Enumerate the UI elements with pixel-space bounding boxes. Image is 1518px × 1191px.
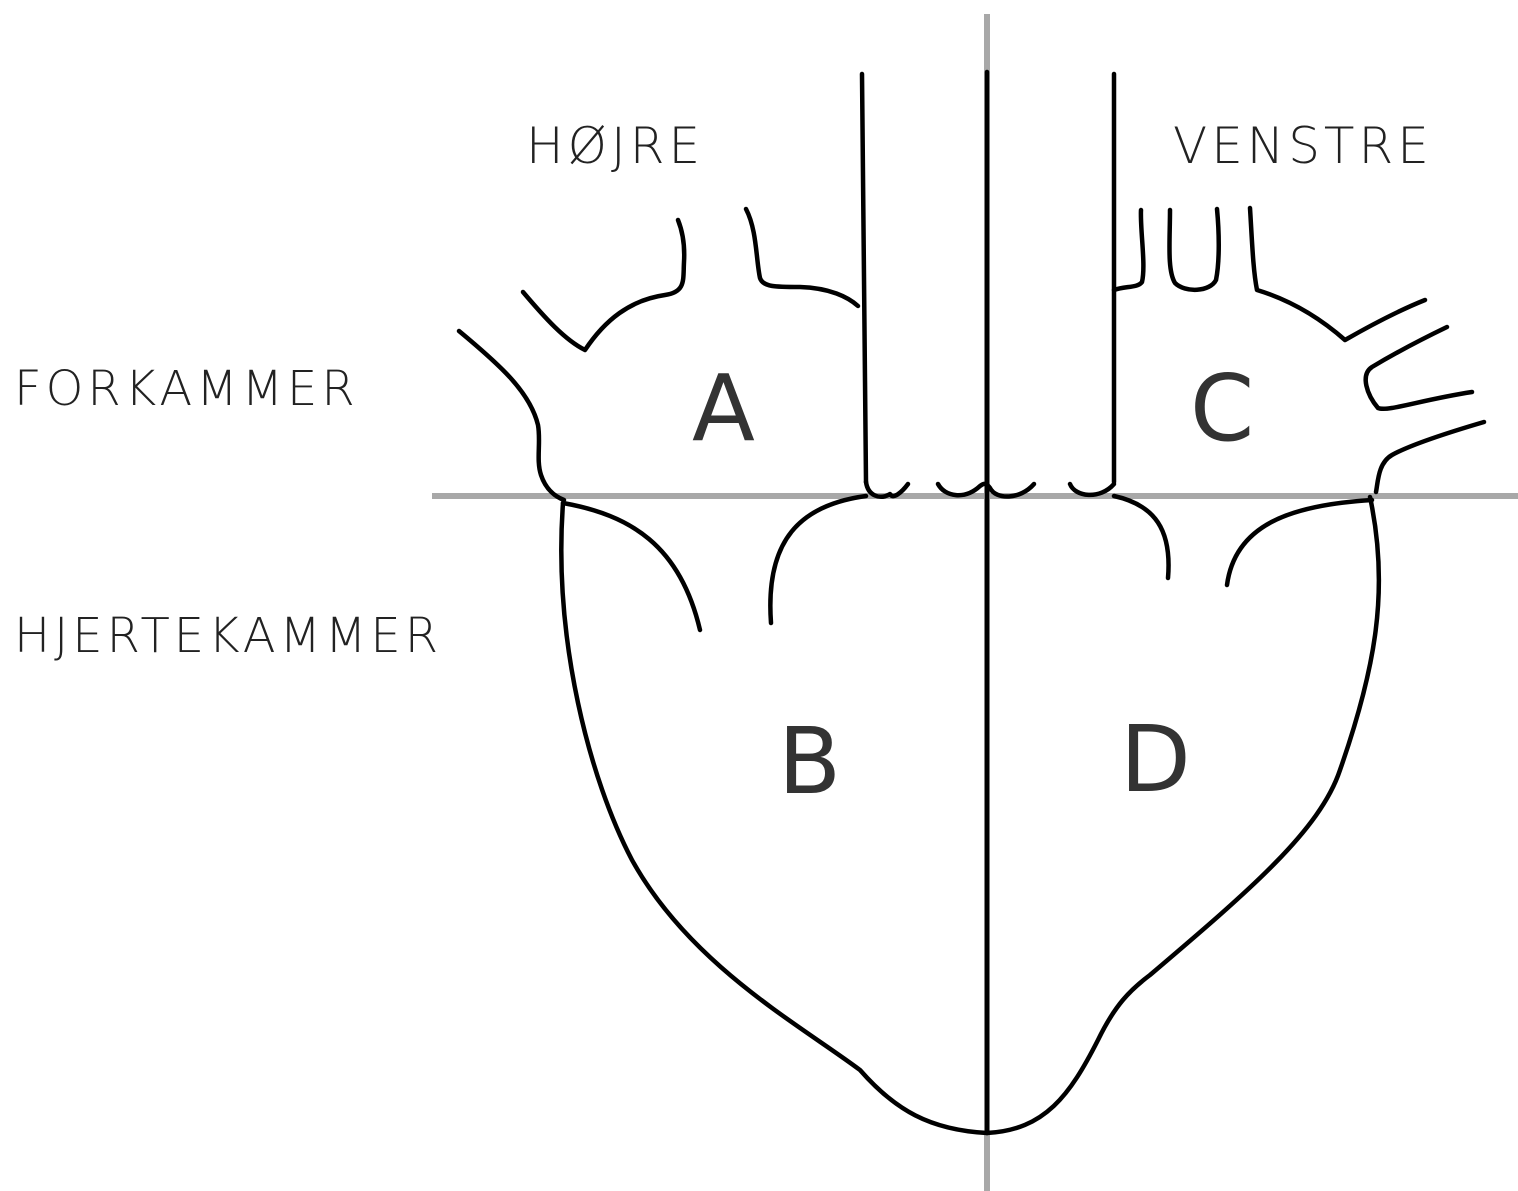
pulmonary-artery-right-wall [862,74,866,482]
heart-outline [561,497,1379,1133]
chamber-c-label: C [1190,355,1254,462]
chamber-d-label: D [1120,706,1191,813]
left-atrium-top-wall [1114,208,1425,340]
mitral-valve-leaflet-inner [1114,496,1169,578]
tricuspid-valve-leaflet-inner [770,496,866,623]
atria-row-label: FORKAMMER [14,361,359,417]
chamber-a-label: A [692,355,755,462]
ventricles-row-label: HJERTEKAMMER [14,608,442,664]
tricuspid-valve-leaflet-outer [563,503,700,630]
left-pulmonary-veins [1366,327,1484,492]
chamber-b-label: B [778,708,841,815]
right-atrium-outline [459,331,564,500]
left-side-label: VENSTRE [1173,117,1433,175]
right-atrium-top-wall [523,220,684,350]
superior-vena-cava [746,209,858,306]
right-side-label: HØJRE [526,117,704,175]
mitral-valve-leaflet-outer [1227,500,1372,585]
